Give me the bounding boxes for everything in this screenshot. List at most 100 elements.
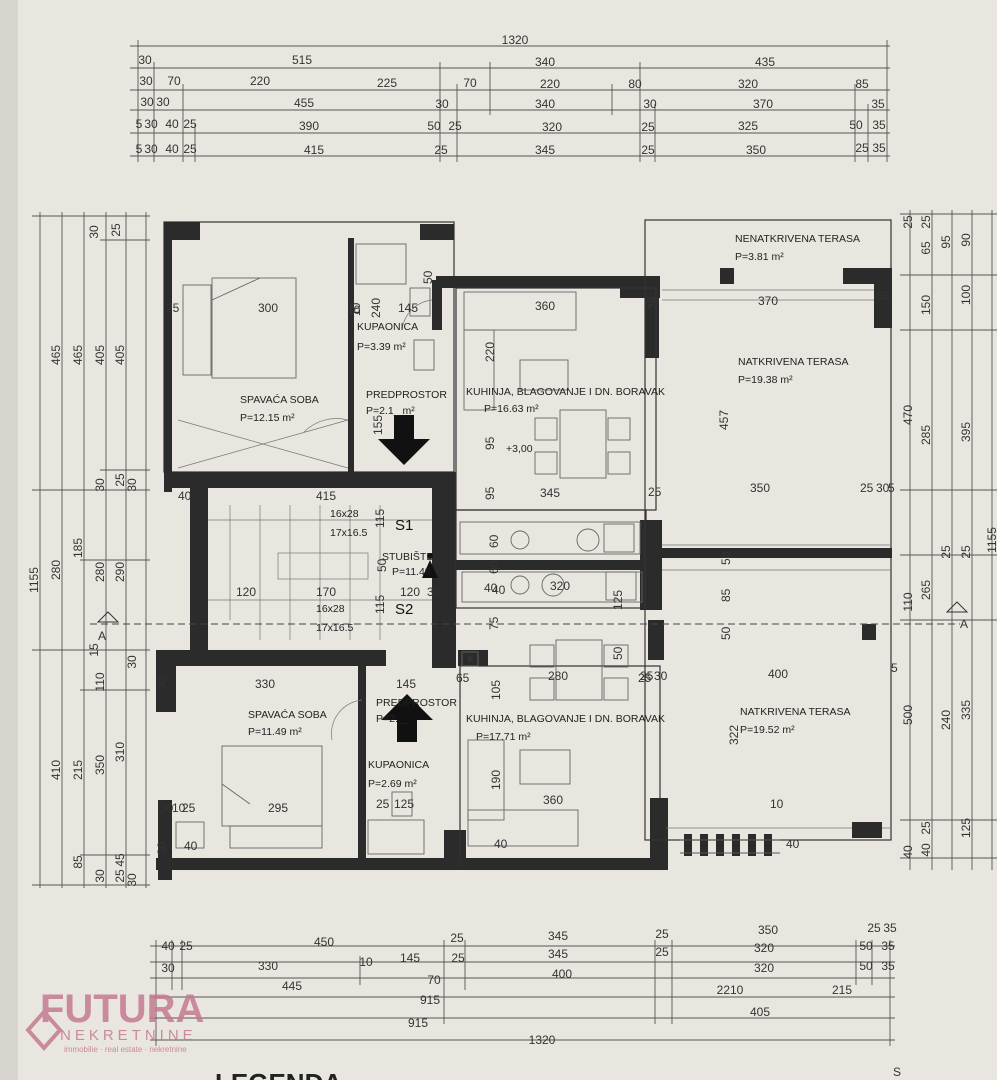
svg-text:P=19.38 m²: P=19.38 m² xyxy=(738,374,793,386)
svg-text:410: 410 xyxy=(49,760,63,780)
svg-text:25: 25 xyxy=(959,545,973,559)
svg-text:40: 40 xyxy=(786,837,800,851)
svg-text:95: 95 xyxy=(939,235,953,249)
building xyxy=(156,219,892,880)
svg-text:500: 500 xyxy=(901,705,915,725)
svg-text:25: 25 xyxy=(182,801,196,815)
svg-text:10: 10 xyxy=(172,801,186,815)
svg-text:30: 30 xyxy=(645,296,659,310)
svg-text:P=12.15 m²: P=12.15 m² xyxy=(240,412,295,424)
svg-text:405: 405 xyxy=(113,345,127,365)
svg-text:S1: S1 xyxy=(395,517,413,534)
svg-text:30: 30 xyxy=(876,481,890,495)
svg-text:325: 325 xyxy=(738,119,758,133)
svg-text:40: 40 xyxy=(184,839,198,853)
edge-letter: S xyxy=(893,1065,901,1079)
svg-text:25: 25 xyxy=(113,869,127,883)
svg-text:NEKRETNINE: NEKRETNINE xyxy=(60,1027,197,1044)
svg-text:50: 50 xyxy=(859,959,873,973)
inner-dims: 25 10 25 30 40 25 60 60 50 50 125 75 85 … xyxy=(155,270,733,855)
svg-text:30: 30 xyxy=(93,478,107,492)
svg-text:10: 10 xyxy=(770,797,784,811)
svg-text:240: 240 xyxy=(369,298,383,318)
svg-text:P=2.__: P=2.__ xyxy=(376,713,410,725)
svg-text:110: 110 xyxy=(901,592,915,611)
svg-text:10: 10 xyxy=(359,955,373,969)
svg-text:KUPAONICA: KUPAONICA xyxy=(368,759,429,771)
svg-text:25: 25 xyxy=(641,120,655,134)
svg-text:225: 225 xyxy=(377,76,397,90)
svg-text:30: 30 xyxy=(144,117,158,131)
svg-text:P=2.1_ m²: P=2.1_ m² xyxy=(366,405,415,417)
svg-text:NENATKRIVENA TERASA: NENATKRIVENA TERASA xyxy=(735,233,860,245)
svg-text:370: 370 xyxy=(758,294,778,308)
svg-text:350: 350 xyxy=(93,755,107,775)
svg-text:PREDPROSTOR: PREDPROSTOR xyxy=(366,389,447,401)
svg-text:50: 50 xyxy=(719,626,733,640)
svg-text:25: 25 xyxy=(855,141,869,155)
svg-text:405: 405 xyxy=(750,1005,770,1019)
svg-text:280: 280 xyxy=(49,560,63,580)
svg-text:P=19.52 m²: P=19.52 m² xyxy=(740,724,795,736)
svg-text:465: 465 xyxy=(71,345,85,365)
svg-text:345: 345 xyxy=(535,143,555,157)
svg-text:1155: 1155 xyxy=(985,527,997,553)
svg-text:25: 25 xyxy=(166,301,180,315)
svg-text:25: 25 xyxy=(939,545,953,559)
svg-text:5: 5 xyxy=(136,142,143,156)
svg-text:25: 25 xyxy=(376,797,390,811)
svg-text:30: 30 xyxy=(427,585,441,599)
svg-text:5: 5 xyxy=(891,661,898,675)
svg-text:1320: 1320 xyxy=(529,1033,556,1047)
svg-text:400: 400 xyxy=(768,667,788,681)
svg-text:145: 145 xyxy=(400,951,420,965)
svg-text:1320: 1320 xyxy=(502,33,529,47)
svg-text:330: 330 xyxy=(258,959,278,973)
svg-text:70: 70 xyxy=(463,76,477,90)
svg-text:25: 25 xyxy=(434,143,448,157)
svg-text:35: 35 xyxy=(881,939,895,953)
svg-text:322: 322 xyxy=(727,725,741,745)
svg-text:340: 340 xyxy=(535,55,555,69)
svg-text:220: 220 xyxy=(250,74,270,88)
svg-text:P=3.39 m²: P=3.39 m² xyxy=(357,341,406,353)
svg-text:25: 25 xyxy=(183,142,197,156)
svg-text:265: 265 xyxy=(919,580,933,600)
room-labels: SPAVAĆA SOBA P=12.15 m² 300 KUPAONICA P=… xyxy=(155,233,898,851)
svg-text:370: 370 xyxy=(753,97,773,111)
svg-text:120: 120 xyxy=(400,585,420,599)
svg-text:30: 30 xyxy=(646,295,660,309)
svg-text:415: 415 xyxy=(304,143,324,157)
svg-text:190: 190 xyxy=(489,770,503,790)
svg-text:5: 5 xyxy=(136,117,143,131)
svg-text:120: 120 xyxy=(236,585,256,599)
svg-text:30: 30 xyxy=(144,142,158,156)
svg-text:25: 25 xyxy=(638,671,652,685)
section-line: A A xyxy=(90,601,969,643)
svg-text:125: 125 xyxy=(959,818,973,838)
futura-logo: FUTURA NEKRETNINE immobilie · real estat… xyxy=(25,987,204,1054)
svg-text:40: 40 xyxy=(165,142,179,156)
svg-text:145: 145 xyxy=(398,301,418,315)
svg-text:40: 40 xyxy=(484,581,498,595)
svg-text:25: 25 xyxy=(919,215,933,229)
svg-text:NATKRIVENA TERASA: NATKRIVENA TERASA xyxy=(738,356,848,368)
dims-bottom: 40 25 450 25 345 25 350 25 35 30 330 10 … xyxy=(150,921,897,1047)
svg-text:445: 445 xyxy=(282,979,302,993)
svg-text:70: 70 xyxy=(427,973,441,987)
svg-text:30: 30 xyxy=(139,74,153,88)
svg-text:915: 915 xyxy=(420,993,440,1007)
svg-text:215: 215 xyxy=(832,983,852,997)
svg-text:350: 350 xyxy=(758,923,778,937)
svg-text:KUPAONICA: KUPAONICA xyxy=(357,321,418,333)
svg-text:125: 125 xyxy=(394,797,414,811)
svg-text:25: 25 xyxy=(179,939,193,953)
svg-text:65: 65 xyxy=(919,241,933,255)
svg-text:30: 30 xyxy=(87,225,101,239)
svg-text:KUHINJA, BLAGOVANJE I DN. BORA: KUHINJA, BLAGOVANJE I DN. BORAVAK xyxy=(466,386,665,398)
svg-text:40: 40 xyxy=(492,583,506,597)
svg-text:320: 320 xyxy=(542,120,562,134)
svg-text:25: 25 xyxy=(113,473,127,487)
svg-text:50: 50 xyxy=(427,119,441,133)
svg-text:345: 345 xyxy=(548,947,568,961)
